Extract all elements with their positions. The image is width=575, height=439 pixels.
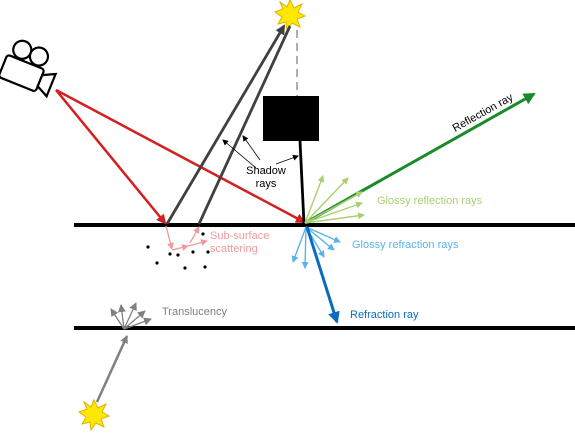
subsurface-segment — [165, 225, 174, 250]
scatter-particle — [206, 250, 210, 254]
shadow-label-line1: Shadow — [246, 165, 286, 177]
scattering-particles — [146, 232, 210, 270]
shadow-label-line2: rays — [256, 178, 277, 190]
shadow-pointer-3 — [275, 154, 299, 165]
translucency-ray — [117, 304, 126, 330]
translucency-ray — [123, 310, 146, 330]
glossy-reflection-label: Glossy reflection rays — [377, 195, 483, 207]
glossy-refraction-ray — [291, 226, 307, 263]
scatter-particle — [203, 265, 207, 269]
scatter-particle — [155, 261, 159, 265]
scatter-particle — [191, 250, 195, 254]
translucency-rays — [110, 302, 152, 330]
glossy-reflection-ray — [304, 212, 365, 224]
glossy-reflection-ray — [304, 177, 349, 224]
glossy-reflection-rays — [304, 175, 365, 224]
occluder-box — [263, 96, 319, 141]
scatter-particle — [201, 232, 205, 236]
shadow-pointer-1 — [222, 139, 257, 169]
shadow-ray-2 — [197, 25, 292, 225]
subsurface-label-line1: Sub-surface — [210, 230, 269, 242]
camera-icon — [0, 39, 58, 99]
glossy-refraction-ray — [305, 226, 341, 243]
translucency-ray — [123, 317, 152, 330]
translucency-main-ray — [95, 335, 129, 403]
subsurface-scatter-path — [165, 225, 208, 251]
glossy-reflection-ray — [304, 191, 363, 224]
translucency-ray — [123, 302, 137, 330]
reflection-label: Reflection ray — [451, 91, 516, 134]
refraction-ray — [305, 226, 340, 324]
subsurface-segment — [189, 226, 200, 244]
translucency-label: Translucency — [162, 306, 228, 318]
subsurface-label-line2: scattering — [210, 243, 258, 255]
scatter-particle — [176, 253, 180, 257]
scatter-particle — [146, 245, 150, 249]
shadow-pointer-2 — [242, 135, 261, 161]
scatter-particle — [168, 252, 172, 256]
subsurface-segment — [171, 244, 189, 251]
refraction-label: Refraction ray — [350, 309, 419, 321]
glossy-reflection-ray — [304, 201, 363, 224]
subsurface-segment — [187, 239, 208, 247]
glossy-reflection-ray — [304, 175, 325, 224]
glossy-refraction-label: Glossy refraction rays — [352, 239, 459, 251]
glossy-refraction-ray — [305, 226, 335, 251]
scatter-particle — [183, 266, 187, 270]
bottom-light-source-icon — [77, 398, 111, 432]
camera-ray-2 — [55, 88, 306, 224]
shadow-ray-3 — [298, 140, 306, 225]
shadow-ray-1 — [165, 24, 286, 225]
light-source-icon — [273, 0, 307, 32]
translucency-ray — [110, 308, 125, 330]
camera-ray-1 — [55, 89, 167, 225]
glossy-refraction-ray — [301, 226, 309, 269]
